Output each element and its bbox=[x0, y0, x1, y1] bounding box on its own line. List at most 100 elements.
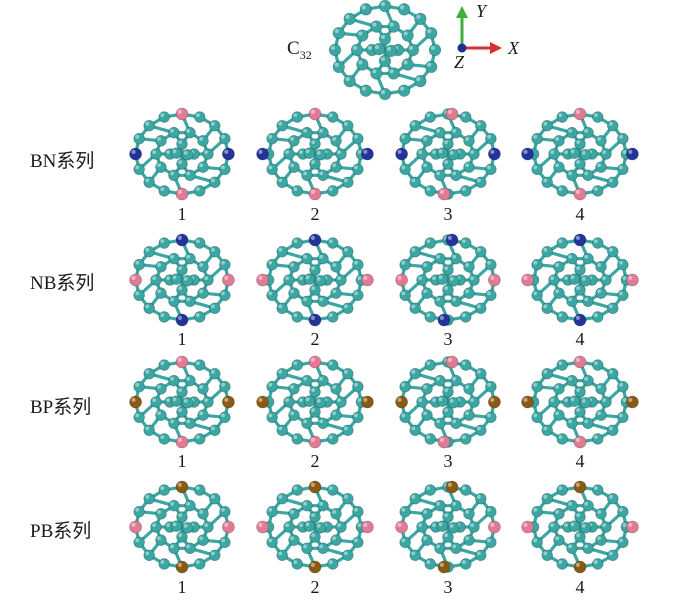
atom bbox=[326, 237, 339, 249]
atom bbox=[176, 138, 188, 150]
atom-highlight bbox=[177, 357, 182, 362]
atom-highlight bbox=[354, 413, 358, 418]
atom-highlight bbox=[490, 149, 495, 154]
atom bbox=[541, 119, 553, 132]
atom-highlight bbox=[221, 165, 225, 170]
atom-highlight bbox=[426, 239, 431, 244]
atom-highlight bbox=[258, 149, 263, 154]
atom-highlight bbox=[477, 426, 481, 431]
atom bbox=[485, 163, 497, 176]
atom-highlight bbox=[447, 357, 452, 362]
atom-highlight bbox=[152, 150, 157, 154]
atom-highlight bbox=[533, 134, 538, 139]
atom-highlight bbox=[444, 513, 448, 517]
atom bbox=[485, 289, 497, 302]
atom-highlight bbox=[401, 291, 406, 296]
atom-highlight bbox=[444, 140, 448, 144]
atom bbox=[314, 521, 327, 534]
atom bbox=[361, 520, 374, 534]
bp-cage-2 bbox=[256, 355, 374, 449]
atom-highlight bbox=[576, 513, 580, 517]
atom-highlight bbox=[363, 522, 368, 527]
atom-highlight bbox=[316, 277, 321, 281]
atom bbox=[459, 359, 472, 371]
atom-highlight bbox=[293, 239, 298, 244]
atom bbox=[301, 126, 313, 139]
atom bbox=[155, 161, 167, 173]
atom-highlight bbox=[224, 149, 229, 154]
atom-highlight bbox=[177, 235, 182, 240]
atom-highlight bbox=[436, 544, 440, 549]
atom-highlight bbox=[444, 286, 448, 290]
atom-highlight bbox=[597, 385, 602, 389]
atom-highlight bbox=[186, 419, 191, 424]
atom bbox=[361, 273, 374, 287]
atom-highlight bbox=[311, 513, 315, 517]
atom bbox=[541, 176, 553, 189]
atom bbox=[553, 508, 565, 520]
atom-highlight bbox=[438, 397, 443, 402]
nb-cage-2 bbox=[256, 233, 374, 327]
bp-number-1: 1 bbox=[177, 451, 187, 471]
atom bbox=[399, 132, 411, 145]
atom-highlight bbox=[470, 150, 474, 154]
atom-highlight bbox=[293, 361, 298, 366]
atom bbox=[308, 355, 322, 369]
atom-highlight bbox=[195, 361, 200, 366]
atom-highlight bbox=[204, 276, 208, 280]
atom-highlight bbox=[195, 560, 200, 564]
atom bbox=[193, 185, 206, 197]
atom-highlight bbox=[290, 163, 294, 168]
atom-highlight bbox=[533, 382, 538, 387]
bp-number-4: 4 bbox=[575, 451, 585, 471]
atom-highlight bbox=[619, 382, 623, 387]
atom-highlight bbox=[584, 171, 589, 176]
atom bbox=[437, 187, 451, 201]
atom bbox=[335, 396, 347, 408]
atom bbox=[463, 383, 475, 395]
atoms bbox=[521, 355, 639, 449]
atom bbox=[595, 534, 607, 546]
atom-highlight bbox=[564, 276, 568, 280]
atom-highlight bbox=[411, 247, 416, 252]
atom bbox=[209, 367, 221, 380]
atom-highlight bbox=[334, 29, 339, 34]
atom bbox=[288, 261, 300, 273]
atom bbox=[291, 433, 304, 445]
atom-highlight bbox=[426, 560, 431, 564]
atom-highlight bbox=[452, 297, 457, 302]
atom bbox=[437, 435, 451, 449]
atom bbox=[332, 60, 346, 74]
atom-highlight bbox=[332, 137, 337, 141]
atom-highlight bbox=[178, 140, 182, 144]
c32-label-main: C bbox=[287, 38, 300, 59]
atom-highlight bbox=[311, 140, 315, 144]
atom-highlight bbox=[268, 134, 273, 139]
atom bbox=[442, 158, 454, 170]
atom bbox=[342, 424, 354, 437]
atom bbox=[352, 132, 364, 145]
atom bbox=[463, 261, 475, 273]
atom bbox=[291, 558, 304, 570]
atom-highlight bbox=[278, 178, 283, 183]
atom bbox=[409, 302, 421, 315]
atom bbox=[442, 138, 454, 150]
atom bbox=[450, 542, 462, 555]
atom bbox=[463, 534, 475, 546]
nb-number-3: 3 bbox=[443, 329, 453, 349]
atom bbox=[256, 273, 269, 287]
atom bbox=[301, 542, 313, 555]
atom bbox=[574, 386, 586, 398]
atom bbox=[303, 147, 316, 159]
atom bbox=[184, 295, 196, 308]
atom-highlight bbox=[461, 113, 466, 118]
atom bbox=[372, 42, 386, 56]
atom bbox=[556, 111, 569, 123]
atom bbox=[209, 176, 221, 189]
atom bbox=[395, 395, 408, 409]
atom bbox=[424, 111, 437, 123]
atoms bbox=[395, 480, 501, 574]
atom-highlight bbox=[602, 276, 606, 280]
atom-highlight bbox=[593, 313, 598, 317]
atom bbox=[434, 252, 446, 265]
